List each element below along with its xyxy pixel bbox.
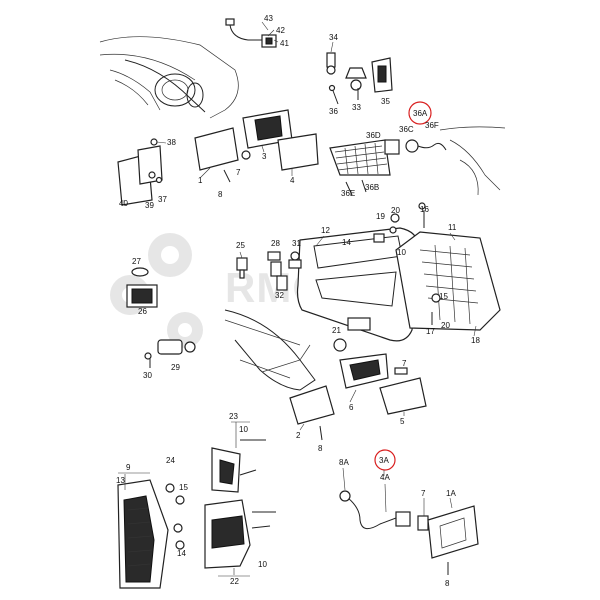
bulb-socket-parts-25-32 <box>236 251 302 291</box>
callout-label: 22 <box>230 577 239 586</box>
callout-label: 7 <box>421 489 426 498</box>
callout-label: 43 <box>264 14 273 23</box>
car-rear-illustration <box>224 309 316 391</box>
callout-label: 16 <box>420 205 429 214</box>
callout-label: 25 <box>236 241 245 250</box>
callout-label: 35 <box>381 97 390 106</box>
side-lamp-23 <box>211 439 266 493</box>
callout-label: 10 <box>397 248 406 257</box>
wiring-harness-41 <box>225 18 279 48</box>
callout-label: 41 <box>280 39 289 48</box>
callout-label: 6 <box>349 403 354 412</box>
callout-label: 15 <box>439 292 448 301</box>
callout-label: 37 <box>158 195 167 204</box>
callout-label: 8 <box>318 444 323 453</box>
callout-label: 28 <box>271 239 280 248</box>
callout-label: 12 <box>321 226 330 235</box>
callout-label: 13 <box>116 476 125 485</box>
side-marker-lamp-36 <box>329 126 506 196</box>
callout-label: 7 <box>236 168 241 177</box>
callout-label: 9 <box>126 463 131 472</box>
callout-label: 5 <box>400 417 405 426</box>
callout-label: 36E <box>341 189 355 198</box>
callout-label: 24 <box>166 456 175 465</box>
connector-29-30 <box>144 339 196 368</box>
callout-label: 4A <box>380 473 390 482</box>
callout-label: 36 <box>329 107 338 116</box>
callout-label: 2 <box>296 431 301 440</box>
callout-label: 3 <box>262 152 267 161</box>
callout-label: 23 <box>229 412 238 421</box>
callout-labels: 43 42 41 34 36 33 35 36A 36C 36F 36D 36B… <box>116 14 480 588</box>
callout-label: 36F <box>425 121 439 130</box>
rear-lamp-22 <box>204 499 276 569</box>
callout-label: 39 <box>145 201 154 210</box>
callout-label: 10 <box>258 560 267 569</box>
callout-label: 4 <box>290 176 295 185</box>
callout-label: 34 <box>329 33 338 42</box>
callout-label: 36C <box>399 125 414 134</box>
front-lamp-group <box>150 109 319 183</box>
callout-label: 20 <box>391 206 400 215</box>
callout-label: 26 <box>138 307 147 316</box>
callout-label: 8A <box>339 458 349 467</box>
callout-label: 14 <box>342 238 351 247</box>
callout-label: 1A <box>446 489 456 498</box>
callout-label: 36B <box>365 183 379 192</box>
side-marker-1A <box>339 490 479 575</box>
callout-label: 42 <box>276 26 285 35</box>
callout-label: 17 <box>426 327 435 336</box>
callout-label: 11 <box>448 223 457 232</box>
callout-label: 18 <box>471 336 480 345</box>
callout-label: 29 <box>171 363 180 372</box>
callout-label: 20 <box>441 321 450 330</box>
callout-label: 19 <box>376 212 385 221</box>
license-lamp-26 <box>126 267 158 308</box>
callout-label: 36D <box>366 131 381 140</box>
callout-label: 14 <box>177 549 186 558</box>
callout-label: 21 <box>332 326 341 335</box>
callout-label: 8 <box>218 190 223 199</box>
callout-label: 31 <box>292 239 301 248</box>
car-front-illustration <box>99 36 239 119</box>
highlight-ring-3A <box>374 449 396 471</box>
bulb-holder-set-33-36 <box>326 41 393 105</box>
callout-label: 38 <box>167 138 176 147</box>
tail-lamp-assembly-11 <box>296 202 501 352</box>
callout-label: 15 <box>179 483 188 492</box>
highlight-ring-36A <box>408 101 432 125</box>
callout-label: 30 <box>143 371 152 380</box>
callout-label: 36A <box>413 109 428 118</box>
fog-lamp-assembly <box>117 145 163 206</box>
callout-label: 7 <box>402 359 407 368</box>
callout-label: 8 <box>445 579 450 588</box>
leader-lines <box>118 145 477 577</box>
rear-reflector-group <box>289 353 427 441</box>
callout-label: 3A <box>379 456 389 465</box>
callout-label: 27 <box>132 257 141 266</box>
callout-label: 32 <box>275 291 284 300</box>
rear-lamp-13 <box>117 479 185 589</box>
callout-label: 1 <box>198 176 203 185</box>
callout-label: 10 <box>239 425 248 434</box>
callout-label: 33 <box>352 103 361 112</box>
